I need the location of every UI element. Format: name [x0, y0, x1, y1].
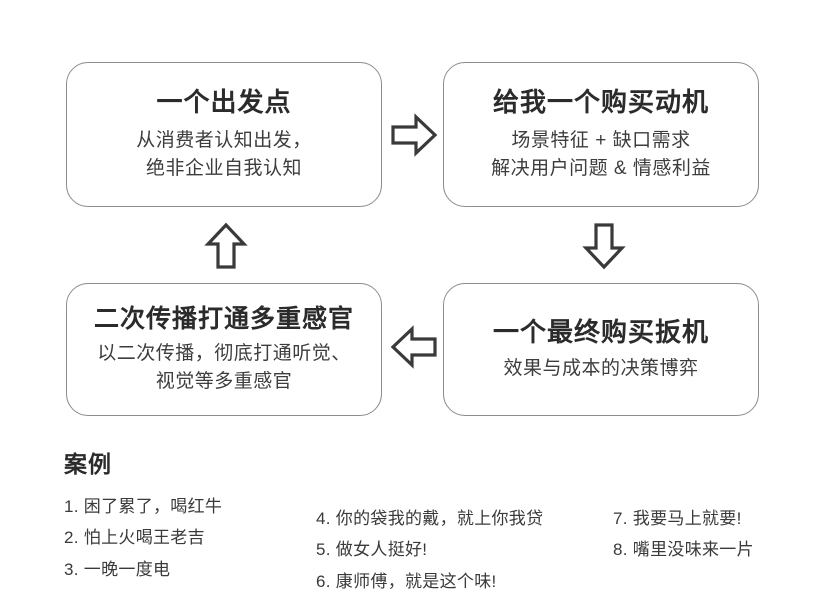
flow-box-purchase-trigger: 一个最终购买扳机 效果与成本的决策博弈 [443, 283, 759, 416]
cases-column-1: 1. 困了累了，喝红牛 2. 怕上火喝王老吉 3. 一晚一度电 [64, 491, 316, 585]
list-item: 2. 怕上火喝王老吉 [64, 528, 205, 548]
list-item: 5. 做女人挺好! [316, 540, 428, 560]
flow-box-origin-line-2: 绝非企业自我认知 [145, 157, 302, 179]
cases-columns: 1. 困了累了，喝红牛 2. 怕上火喝王老吉 3. 一晚一度电 4. 你的袋我的… [64, 491, 824, 597]
flow-box-purchase-trigger-line-1: 效果与成本的决策博弈 [503, 357, 699, 379]
cases-column-2: 4. 你的袋我的戴，就上你我贷 5. 做女人挺好! 6. 康师傅，就是这个味! [316, 491, 613, 597]
flow-box-secondary-spread-line-1: 以二次传播，彻底打通听觉、 [97, 342, 351, 364]
cases-section: 案例 1. 困了累了，喝红牛 2. 怕上火喝王老吉 3. 一晚一度电 4. 你的… [64, 445, 824, 597]
list-item: 3. 一晚一度电 [64, 559, 171, 579]
flow-box-motive-title: 给我一个购买动机 [492, 86, 709, 117]
flow-box-origin-title: 一个出发点 [156, 86, 292, 117]
list-item: 4. 你的袋我的戴，就上你我贷 [316, 509, 544, 528]
arrow-down-icon [582, 223, 626, 270]
list-item: 1. 困了累了，喝红牛 [64, 497, 223, 516]
list-item: 7. 我要马上就要! [613, 509, 742, 528]
flow-box-secondary-spread-line-2: 视觉等多重感官 [155, 370, 293, 392]
cases-heading: 案例 [64, 451, 112, 477]
flow-box-motive: 给我一个购买动机 场景特征 + 缺口需求 解决用户问题 & 情感利益 [443, 62, 759, 207]
flow-box-motive-line-1: 场景特征 + 缺口需求 [511, 130, 691, 152]
flow-box-secondary-spread-title: 二次传播打通多重感官 [93, 304, 354, 333]
arrow-up-icon [204, 222, 248, 269]
flow-box-secondary-spread: 二次传播打通多重感官 以二次传播，彻底打通听觉、 视觉等多重感官 [66, 283, 382, 416]
list-item: 6. 康师傅，就是这个味! [316, 571, 497, 591]
cases-column-3: 7. 我要马上就要! 8. 嘴里没味来一片 [613, 491, 823, 566]
arrow-right-icon [391, 113, 438, 157]
flow-box-origin: 一个出发点 从消费者认知出发， 绝非企业自我认知 [66, 62, 382, 207]
flow-box-motive-line-2: 解决用户问题 & 情感利益 [491, 157, 711, 179]
flow-box-origin-line-1: 从消费者认知出发， [136, 130, 312, 152]
list-item: 8. 嘴里没味来一片 [613, 540, 754, 560]
arrow-left-icon [390, 325, 437, 369]
flow-box-purchase-trigger-title: 一个最终购买扳机 [492, 316, 709, 347]
